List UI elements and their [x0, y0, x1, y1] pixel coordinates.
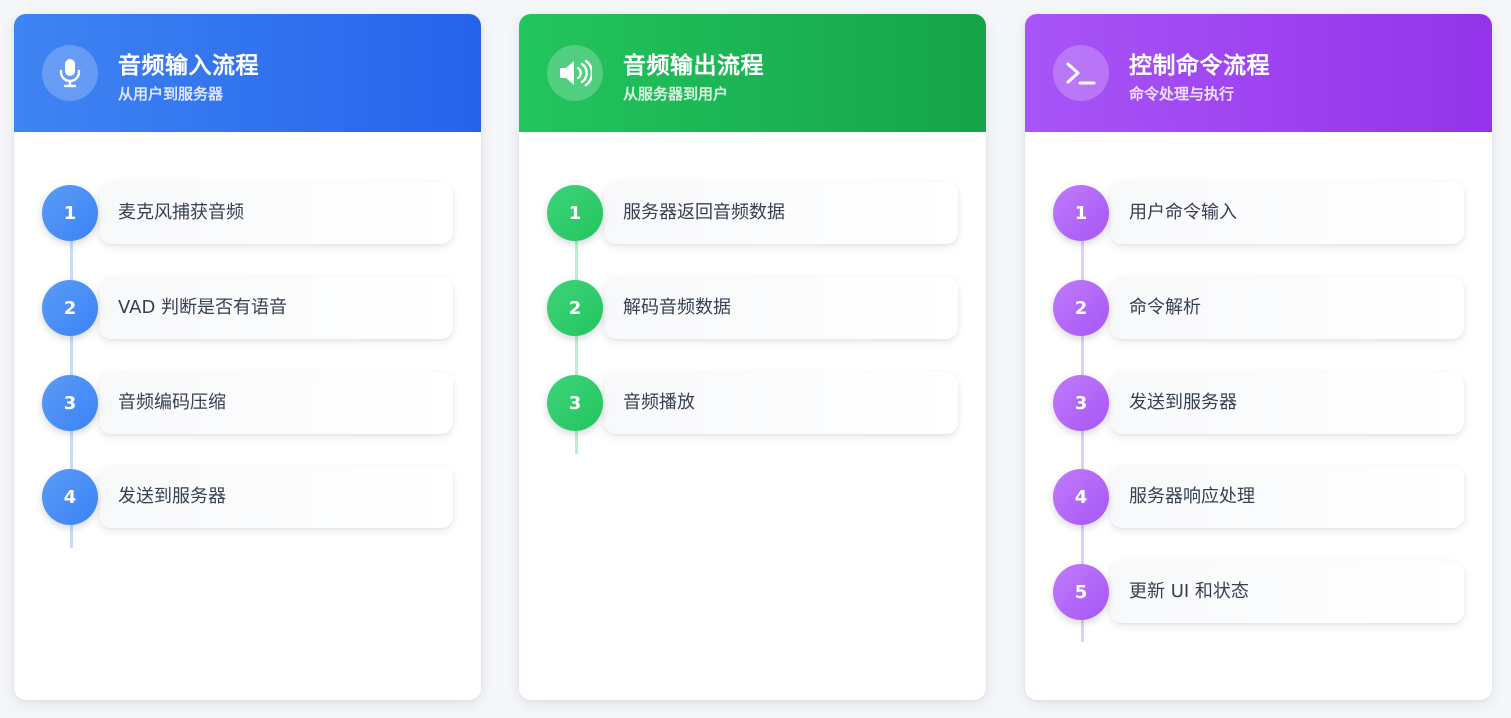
- card-subtitle: 从服务器到用户: [623, 85, 729, 103]
- card-header: 控制命令流程 命令处理与执行: [1025, 14, 1492, 132]
- card-subtitle: 命令处理与执行: [1129, 85, 1235, 103]
- step-label: 解码音频数据: [623, 297, 731, 318]
- step-label: 更新 UI 和状态: [1129, 581, 1249, 602]
- flow-step: 服务器返回音频数据 1: [519, 182, 986, 244]
- step-label: 服务器返回音频数据: [623, 202, 785, 223]
- step-number: 3: [547, 375, 603, 431]
- flow-step: 服务器响应处理 4: [1025, 466, 1492, 528]
- step-label: VAD 判断是否有语音: [118, 297, 288, 318]
- card-title: 音频输出流程: [623, 53, 764, 79]
- step-label: 发送到服务器: [118, 486, 226, 507]
- speaker-icon: [547, 45, 603, 101]
- flow-step: 发送到服务器 3: [1025, 372, 1492, 434]
- card-subtitle: 从用户到服务器: [118, 85, 224, 103]
- step-number: 5: [1053, 564, 1109, 620]
- step-label: 服务器响应处理: [1129, 486, 1255, 507]
- card-title: 控制命令流程: [1129, 53, 1270, 79]
- step-number: 2: [42, 280, 98, 336]
- flow-step: 音频编码压缩 3: [14, 372, 481, 434]
- step-box: [99, 277, 453, 339]
- flow-step: 音频播放 3: [519, 372, 986, 434]
- audio-output-card: 音频输出流程 从服务器到用户 服务器返回音频数据 1 解码音频数据 2 音频播放…: [519, 14, 986, 700]
- step-box: [604, 372, 958, 434]
- step-box: [1110, 466, 1464, 528]
- step-number: 1: [547, 185, 603, 241]
- step-label: 音频播放: [623, 392, 695, 413]
- flow-step: VAD 判断是否有语音 2: [14, 277, 481, 339]
- card-header: 音频输入流程 从用户到服务器: [14, 14, 481, 132]
- step-number: 2: [547, 280, 603, 336]
- flow-step: 解码音频数据 2: [519, 277, 986, 339]
- step-number: 3: [1053, 375, 1109, 431]
- step-box: [1110, 277, 1464, 339]
- step-box: [604, 277, 958, 339]
- terminal-icon: [1053, 45, 1109, 101]
- timeline-line: [575, 218, 578, 454]
- step-box: [99, 372, 453, 434]
- step-label: 命令解析: [1129, 297, 1201, 318]
- control-command-card: 控制命令流程 命令处理与执行 用户命令输入 1 命令解析 2 发送到服务器 3: [1025, 14, 1492, 700]
- flow-step: 发送到服务器 4: [14, 466, 481, 528]
- flow-step: 用户命令输入 1: [1025, 182, 1492, 244]
- step-number: 1: [1053, 185, 1109, 241]
- step-box: [1110, 372, 1464, 434]
- step-number: 2: [1053, 280, 1109, 336]
- step-label: 用户命令输入: [1129, 202, 1237, 223]
- step-box: [1110, 182, 1464, 244]
- microphone-icon: [42, 45, 98, 101]
- step-label: 音频编码压缩: [118, 392, 226, 413]
- audio-input-card: 音频输入流程 从用户到服务器 麦克风捕获音频 1 VAD 判断是否有语音 2 音…: [14, 14, 481, 700]
- step-box: [99, 182, 453, 244]
- step-label: 发送到服务器: [1129, 392, 1237, 413]
- step-label: 麦克风捕获音频: [118, 202, 244, 223]
- card-title: 音频输入流程: [118, 53, 259, 79]
- flow-step: 麦克风捕获音频 1: [14, 182, 481, 244]
- step-number: 1: [42, 185, 98, 241]
- step-number: 4: [42, 469, 98, 525]
- flow-step: 更新 UI 和状态 5: [1025, 561, 1492, 623]
- flow-step: 命令解析 2: [1025, 277, 1492, 339]
- card-header: 音频输出流程 从服务器到用户: [519, 14, 986, 132]
- step-box: [1110, 561, 1464, 623]
- step-box: [99, 466, 453, 528]
- step-box: [604, 182, 958, 244]
- step-number: 4: [1053, 469, 1109, 525]
- step-number: 3: [42, 375, 98, 431]
